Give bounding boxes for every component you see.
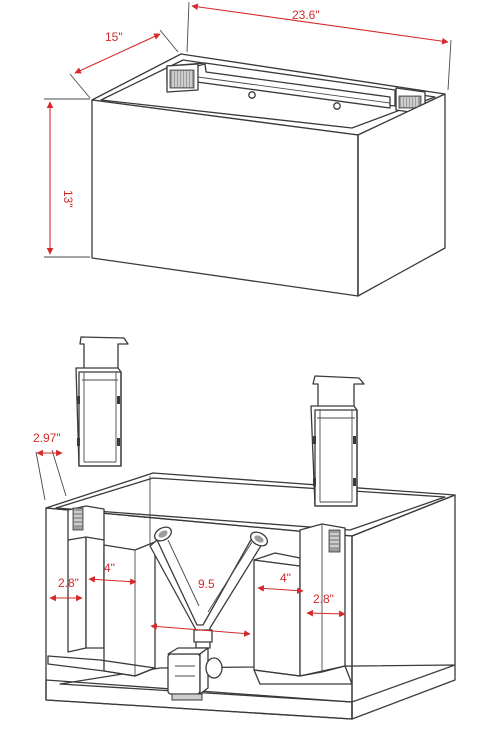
return-pump-icon <box>167 647 223 701</box>
right-chamber-label: 2.8" <box>313 592 334 606</box>
height-dimension: 13" <box>44 98 90 258</box>
right-inner-label: 4" <box>280 571 291 585</box>
bulkhead-hole-right-icon <box>333 102 341 110</box>
right-chamber-dimension: 2.8" <box>306 592 346 618</box>
center-span-label: 9.5 <box>198 577 215 591</box>
left-overflow-chamber <box>47 505 156 677</box>
right-overflow-slots-icon <box>398 95 422 109</box>
overflow-insert-left <box>75 336 129 467</box>
assembled-tank <box>91 53 446 297</box>
depth-dimension: 15" <box>69 29 179 99</box>
left-inner-dimension: 4" <box>88 561 137 585</box>
center-span-dimension: 9.5 <box>150 577 251 637</box>
open-tank-right-face <box>351 494 456 720</box>
left-chamber-label: 2.8" <box>58 576 79 590</box>
height-dimension-label: 13" <box>61 190 75 208</box>
right-inner-dimension: 4" <box>257 571 304 594</box>
left-chamber-dimension: 2.8" <box>49 576 83 602</box>
tank-front-face <box>91 99 359 297</box>
overflow-gap-dimension: 2.97" <box>33 431 67 501</box>
right-overflow-chamber <box>253 523 353 685</box>
depth-dimension-label: 15" <box>105 30 123 44</box>
width-dimension: 23.6" <box>186 1 452 91</box>
left-chamber-slots-icon <box>72 507 84 531</box>
width-dimension-label: 23.6" <box>292 8 320 22</box>
left-overflow-slots-icon <box>169 69 195 89</box>
left-inner-label: 4" <box>104 561 115 575</box>
bulkhead-hole-left-icon <box>248 91 256 99</box>
overflow-insert-right <box>310 375 365 507</box>
overflow-gap-label: 2.97" <box>33 431 61 445</box>
right-chamber-slots-icon <box>328 529 341 553</box>
